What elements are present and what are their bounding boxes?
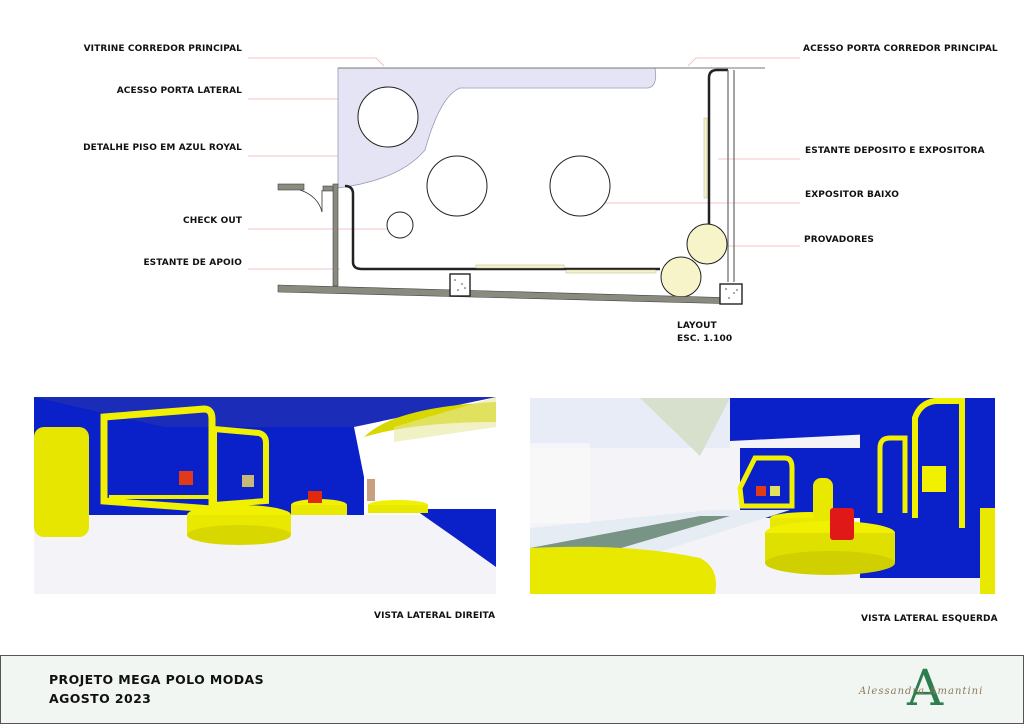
expositor-circle-1 <box>357 86 419 148</box>
label-provadores: PROVADORES <box>804 235 874 245</box>
label-acesso-porta-corredor-principal: ACESSO PORTA CORREDOR PRINCIPAL <box>803 44 998 54</box>
estante-deposito-shelf <box>707 68 728 228</box>
wall-left-vertical <box>332 183 339 287</box>
label-expositor-baixo: EXPOSITOR BAIXO <box>805 190 899 200</box>
label-detalhe-piso: DETALHE PISO EM AZUL ROYAL <box>83 143 242 153</box>
layout-scale: ESC. 1.100 <box>677 334 733 344</box>
pillar-1 <box>449 273 471 297</box>
signature: Alessandra Amantini <box>859 686 984 697</box>
checkout-circle <box>386 211 414 239</box>
render-vista-lateral-esquerda <box>530 398 995 594</box>
label-acesso-porta-lateral: ACESSO PORTA LATERAL <box>116 86 242 96</box>
title-block: PROJETO MEGA POLO MODAS AGOSTO 2023 A Al… <box>0 655 1024 724</box>
display-strip-2 <box>565 269 657 274</box>
display-strip-1 <box>475 264 565 269</box>
label-estante-de-apoio: ESTANTE DE APOIO <box>143 258 242 268</box>
floor-royal-blue-detail <box>337 67 657 189</box>
label-check-out: CHECK OUT <box>183 216 242 226</box>
wall-left-stub <box>277 183 305 191</box>
expositor-circle-2 <box>426 155 488 217</box>
logo: A <box>889 658 969 720</box>
floor-plan <box>248 57 800 305</box>
label-vista-lateral-esquerda: VISTA LATERAL ESQUERDA <box>861 614 998 624</box>
expositor-baixo-circle <box>549 155 611 217</box>
label-estante-deposito: ESTANTE DEPOSITO E EXPOSITORA <box>805 146 985 156</box>
label-vista-lateral-direita: VISTA LATERAL DIREITA <box>374 611 496 621</box>
provador-1 <box>686 223 728 265</box>
pillar-2 <box>719 283 743 305</box>
layout-title: LAYOUT <box>677 321 717 331</box>
project-title: PROJETO MEGA POLO MODAS <box>49 672 264 687</box>
logo-letter: A <box>907 659 944 717</box>
display-strip-3 <box>703 117 708 199</box>
project-date: AGOSTO 2023 <box>49 691 152 706</box>
label-vitrine-corredor-principal: VITRINE CORREDOR PRINCIPAL <box>83 44 242 54</box>
door-swing <box>299 189 323 213</box>
render-vista-lateral-direita <box>34 397 496 594</box>
provador-2 <box>660 256 702 298</box>
estante-apoio-shelf <box>344 184 660 271</box>
